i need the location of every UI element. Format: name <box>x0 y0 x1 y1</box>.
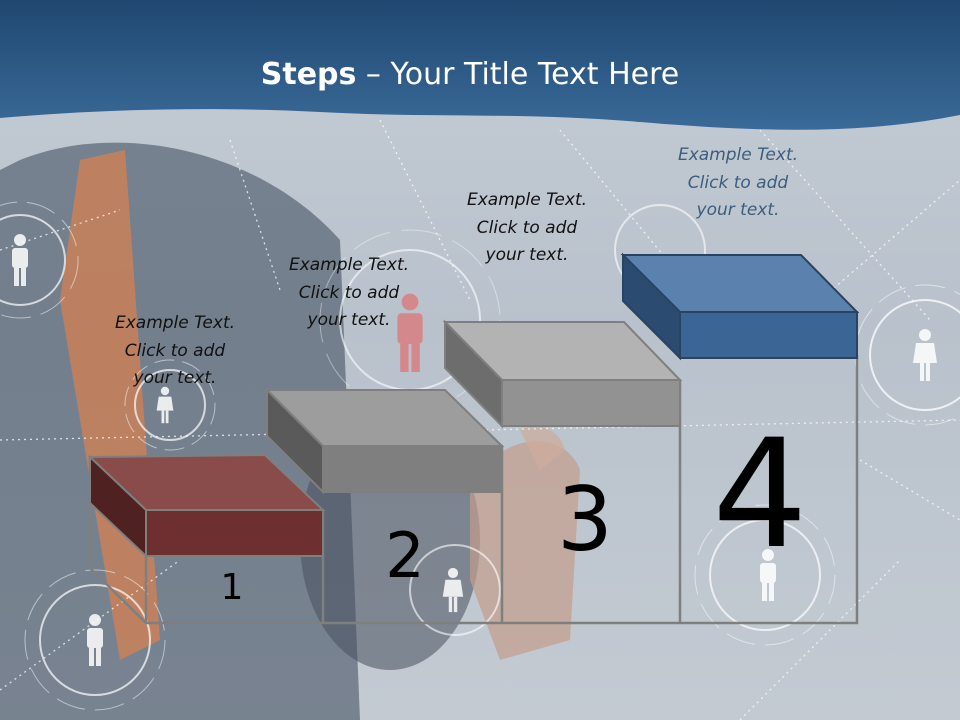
step-4-block <box>620 252 860 361</box>
title-rest: – Your Title Text Here <box>356 57 680 92</box>
caption-line: Example Text. <box>114 313 236 333</box>
step-1-caption[interactable]: Example Text. Click to add your text. <box>85 310 265 393</box>
caption-line: your text. <box>307 310 391 330</box>
step-1-block <box>87 453 326 559</box>
header-band <box>0 0 960 130</box>
step-3-number[interactable]: 3 <box>557 468 613 571</box>
step-2-block <box>264 387 505 495</box>
person-icon <box>12 234 937 666</box>
step-2-number[interactable]: 2 <box>385 519 425 592</box>
caption-line: Click to add <box>298 282 400 303</box>
title-bold: Steps <box>260 57 357 92</box>
caption-line: Click to add <box>687 172 789 193</box>
caption-line: your text. <box>696 200 780 220</box>
person-icon <box>397 293 423 372</box>
step-3-block <box>442 319 683 429</box>
step-3-caption[interactable]: Example Text. Click to add your text. <box>437 187 617 270</box>
step-1-number[interactable]: 1 <box>220 567 244 608</box>
caption-line: Click to add <box>476 217 578 238</box>
caption-line: Click to add <box>124 340 226 361</box>
caption-line: your text. <box>133 368 217 388</box>
network-ring-icon <box>0 201 960 711</box>
caption-line: Example Text. <box>288 255 410 275</box>
step-4-number[interactable]: 4 <box>712 408 808 582</box>
caption-line: your text. <box>485 245 569 265</box>
caption-line: Example Text. <box>466 190 588 210</box>
page-title[interactable]: Steps – Your Title Text Here <box>0 55 940 95</box>
step-4-caption[interactable]: Example Text. Click to add your text. <box>648 142 828 225</box>
caption-line: Example Text. <box>677 145 799 165</box>
step-2-caption[interactable]: Example Text. Click to add your text. <box>259 252 439 335</box>
